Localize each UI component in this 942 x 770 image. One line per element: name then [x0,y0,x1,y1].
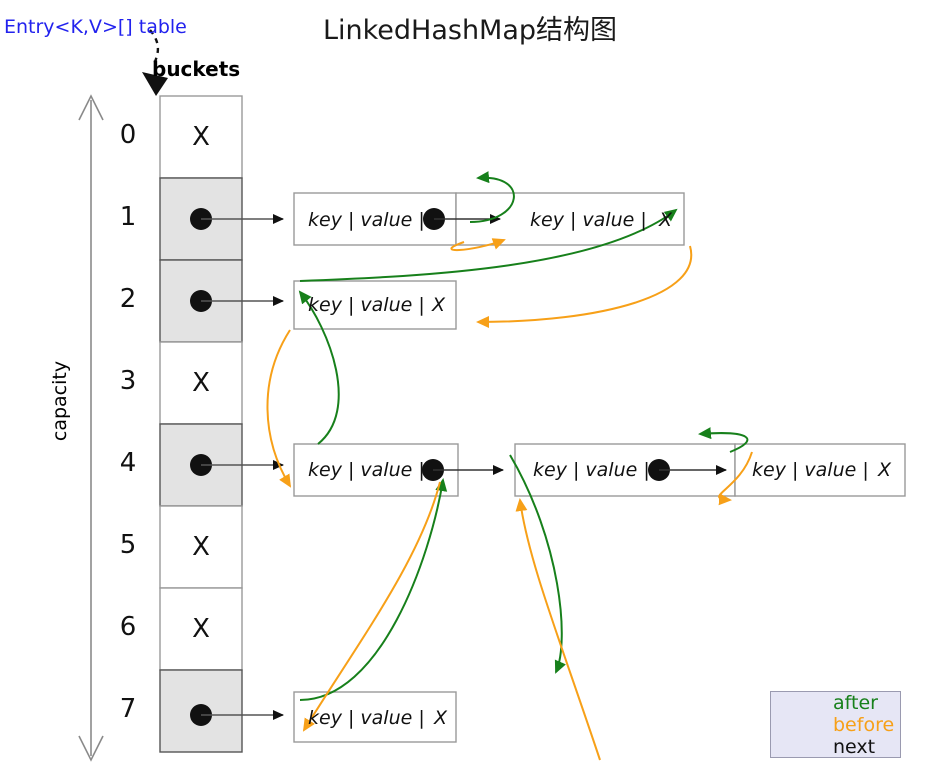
legend-item-before: before [771,714,902,736]
after-links [298,171,749,701]
legend-label-after: after [833,692,878,714]
before-links [266,238,753,761]
entry-label-leader [142,29,168,96]
bucket-table [159,95,243,753]
legend-label-before: before [833,714,895,736]
bucket-next-links [201,214,284,720]
legend: after before next [770,691,901,758]
node-boxes [293,192,906,743]
legend-item-after: after [771,692,902,714]
legend-label-next: next [833,736,876,758]
capacity-arrow [78,94,104,762]
legend-item-next: next [771,736,902,758]
chain-next-pointers [422,208,727,481]
